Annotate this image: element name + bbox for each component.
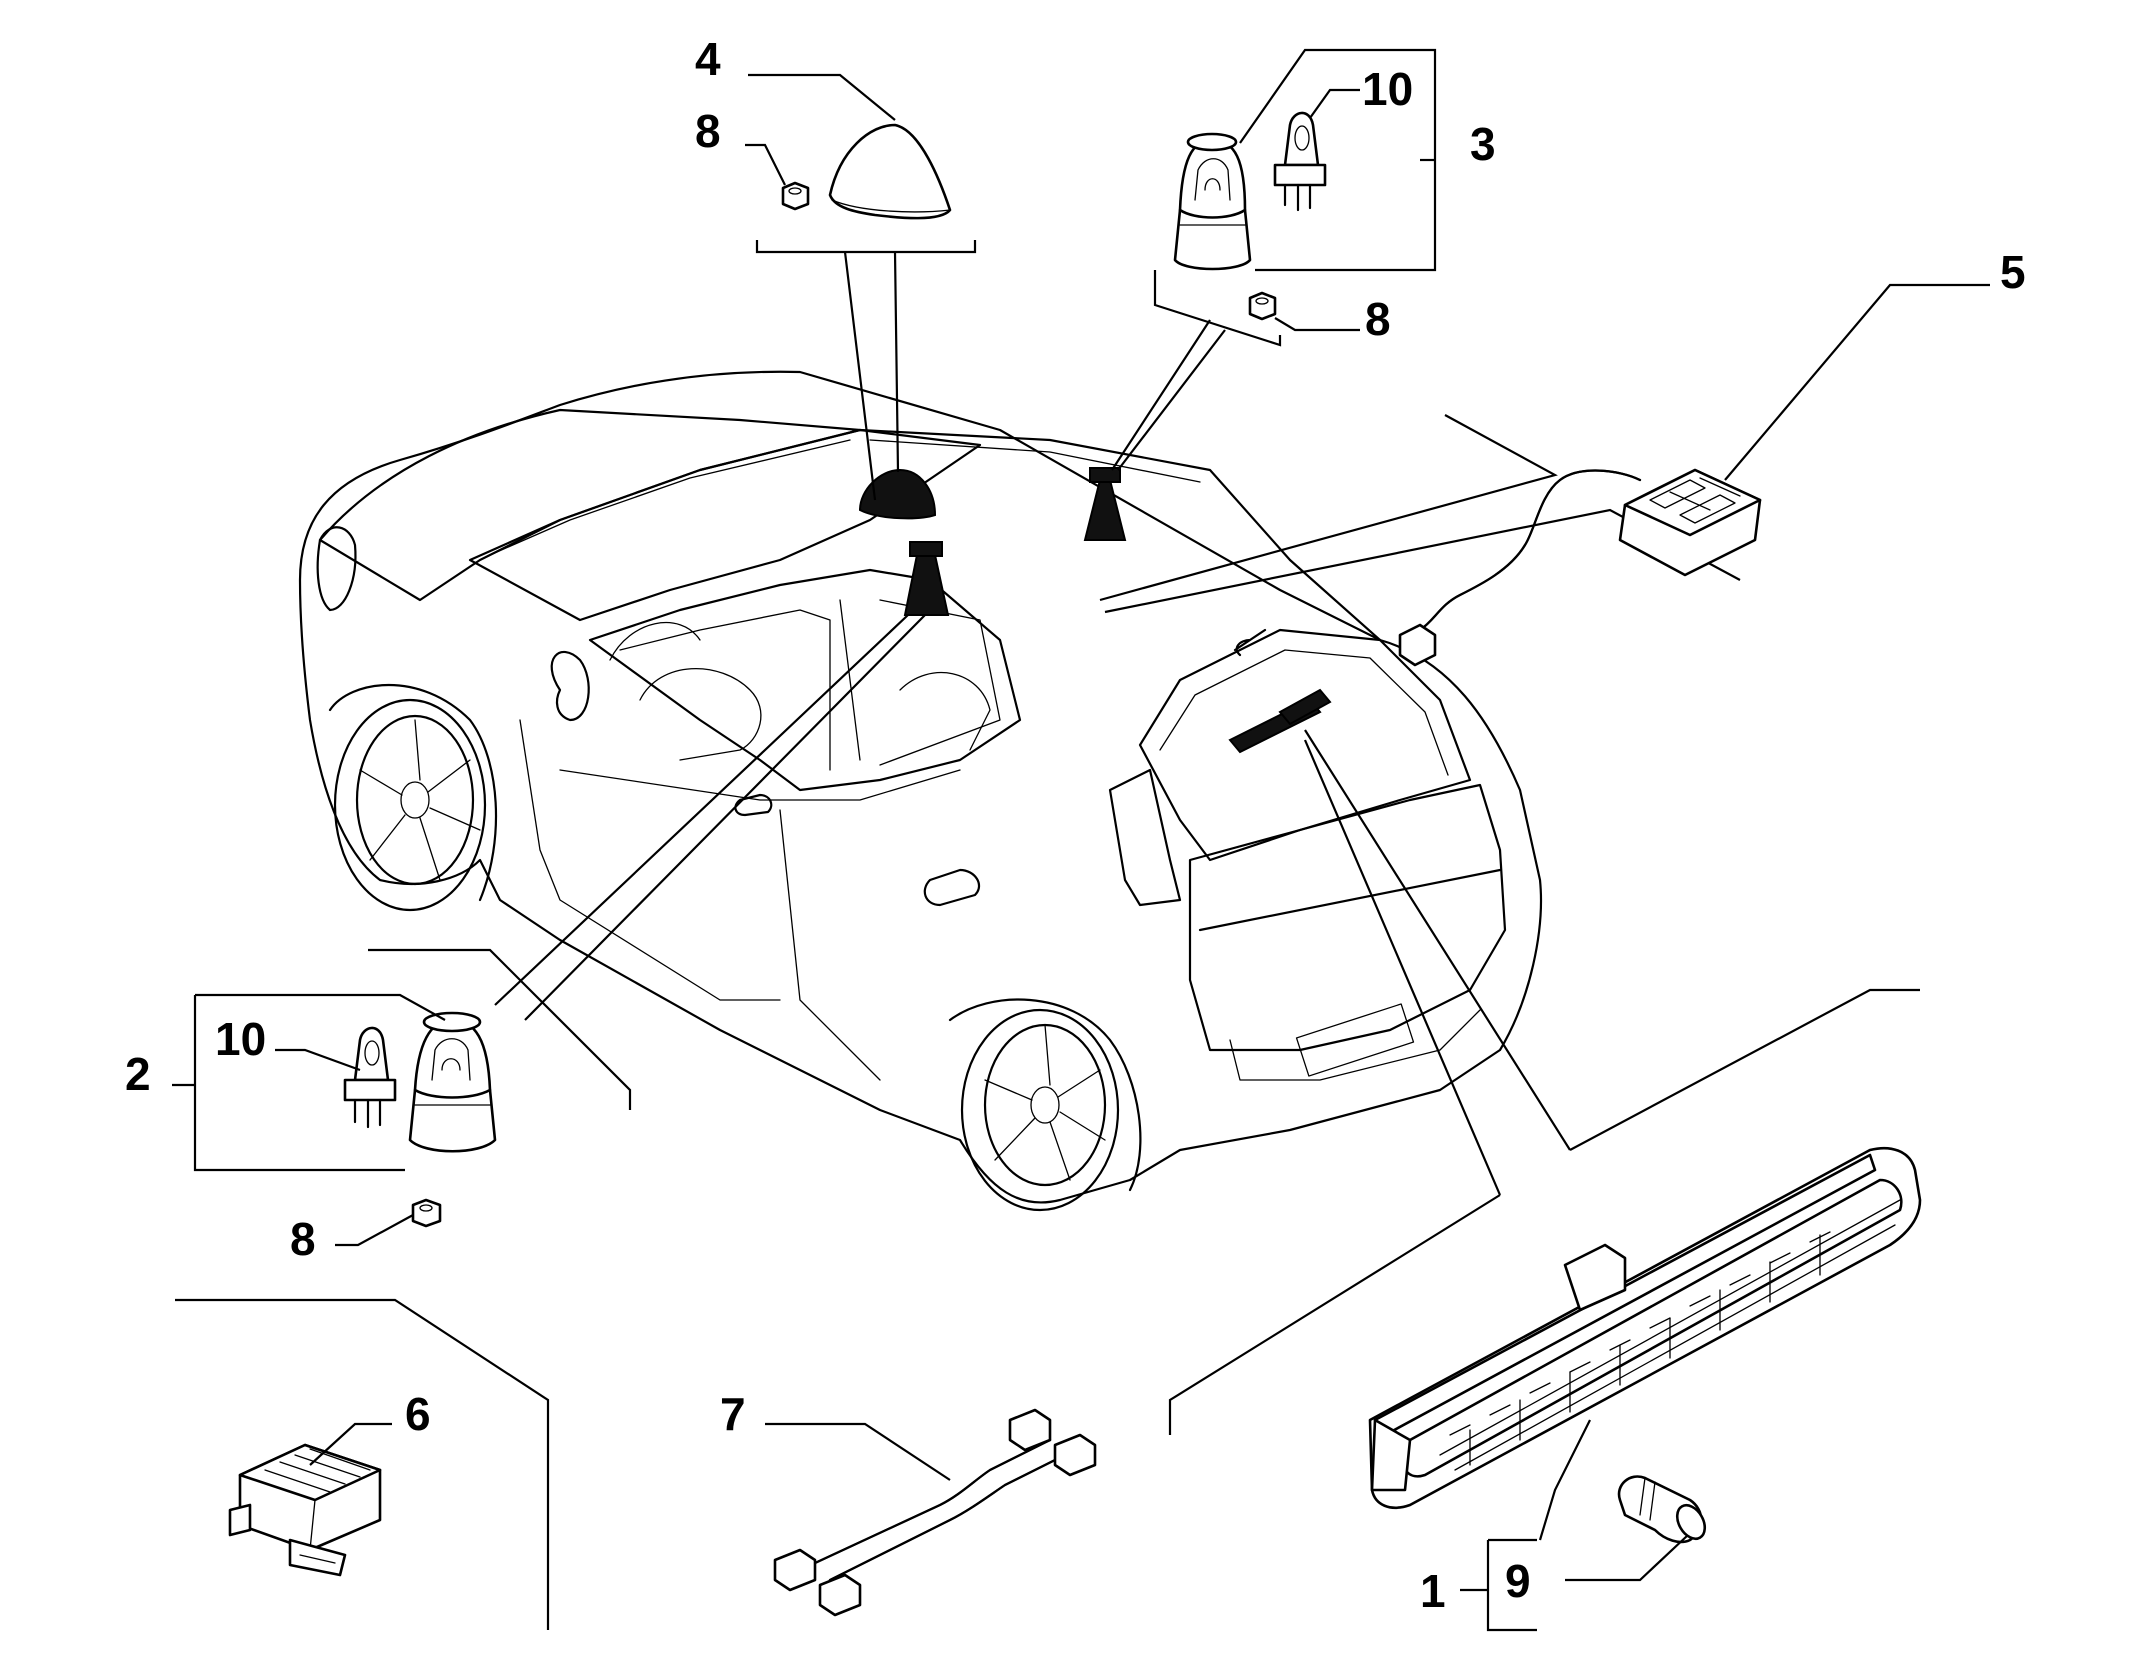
bulb-holder-icon xyxy=(343,1026,397,1129)
rear-wheel xyxy=(948,998,1142,1212)
part-labels: 4 8 10 3 8 5 10 2 8 6 7 9 1 xyxy=(125,33,2026,1617)
roof-beacon-mount-right xyxy=(1083,467,1127,541)
part-label-9: 9 xyxy=(1505,1555,1531,1607)
part-label-10b: 10 xyxy=(215,1013,266,1065)
bulb-icon xyxy=(1617,1475,1707,1544)
switch-panel-icon xyxy=(1398,468,1762,667)
nut-icon xyxy=(1248,291,1277,321)
part-label-2: 2 xyxy=(125,1048,151,1100)
part-label-1: 1 xyxy=(1420,1565,1446,1617)
label-leaders xyxy=(172,48,1990,1632)
wiring-harness-icon xyxy=(773,1408,1097,1617)
bulb-holder-icon xyxy=(1273,111,1327,212)
part-label-8a: 8 xyxy=(695,105,721,157)
roof-beacon-mount-left xyxy=(903,541,950,616)
control-unit-icon xyxy=(228,1443,382,1577)
part-label-8c: 8 xyxy=(290,1213,316,1265)
front-wheel xyxy=(328,683,498,912)
part-label-7: 7 xyxy=(720,1388,746,1440)
part-label-6: 6 xyxy=(405,1388,431,1440)
beacon-cover-icon xyxy=(828,123,952,220)
part-label-4: 4 xyxy=(695,33,721,85)
car-body xyxy=(298,370,1543,1212)
part-label-5: 5 xyxy=(2000,246,2026,298)
nut-icon xyxy=(411,1198,442,1228)
part-label-8b: 8 xyxy=(1365,293,1391,345)
leader-lines xyxy=(175,240,1920,1630)
rotating-beacon-icon xyxy=(408,1011,497,1153)
part-label-3: 3 xyxy=(1470,118,1496,170)
part-label-10a: 10 xyxy=(1362,63,1413,115)
third-brake-light-icon xyxy=(1368,1146,1922,1510)
nut-icon xyxy=(781,181,810,211)
rotating-beacon-icon xyxy=(1173,132,1252,271)
